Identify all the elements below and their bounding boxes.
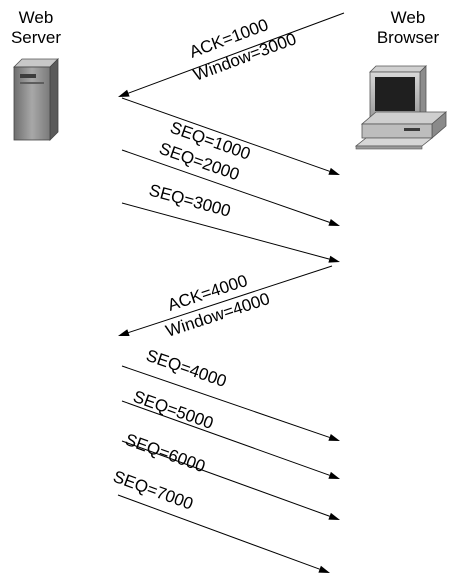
computer-icon (354, 65, 448, 150)
web-browser-label-line2: Browser (376, 28, 440, 47)
message-arrow-line (121, 149, 330, 223)
message-arrow-line (117, 494, 320, 570)
arrowhead-icon (328, 434, 340, 441)
message-arrow-line (121, 400, 330, 476)
web-server-label: Web Server (4, 8, 68, 48)
arrowhead-icon (328, 255, 340, 263)
arrowhead-icon (318, 565, 330, 573)
web-browser-label-line1: Web (390, 8, 426, 27)
message-4: SEQ=3000 (121, 181, 340, 263)
server-icon (13, 58, 59, 141)
message-arrow-line (121, 202, 330, 260)
message-arrow-line (121, 365, 330, 438)
arrowhead-icon (118, 329, 130, 336)
message-arrow-line (121, 440, 330, 517)
web-server-label-line1: Web (18, 8, 54, 27)
message-label-seq: SEQ=7000 (111, 467, 196, 514)
message-7: SEQ=5000 (121, 387, 340, 479)
arrowhead-icon (328, 167, 340, 175)
arrowhead-icon (328, 219, 340, 226)
message-arrow-line (128, 265, 333, 334)
message-9: SEQ=7000 (111, 467, 330, 573)
message-8: SEQ=6000 (121, 430, 340, 520)
arrowhead-icon (328, 471, 340, 479)
messages-layer: ACK=1000Window=3000SEQ=1000SEQ=2000SEQ=3… (111, 12, 345, 573)
arrowhead-icon (118, 89, 130, 97)
message-label-seq: SEQ=6000 (123, 430, 208, 476)
message-label-seq: SEQ=3000 (147, 181, 233, 221)
web-browser-label: Web Browser (366, 8, 450, 48)
message-arrow-line (128, 12, 345, 94)
arrowhead-icon (328, 512, 340, 520)
message-arrow-line (121, 97, 330, 172)
web-server-label-line2: Server (10, 28, 62, 47)
message-label-seq: SEQ=4000 (144, 346, 229, 391)
